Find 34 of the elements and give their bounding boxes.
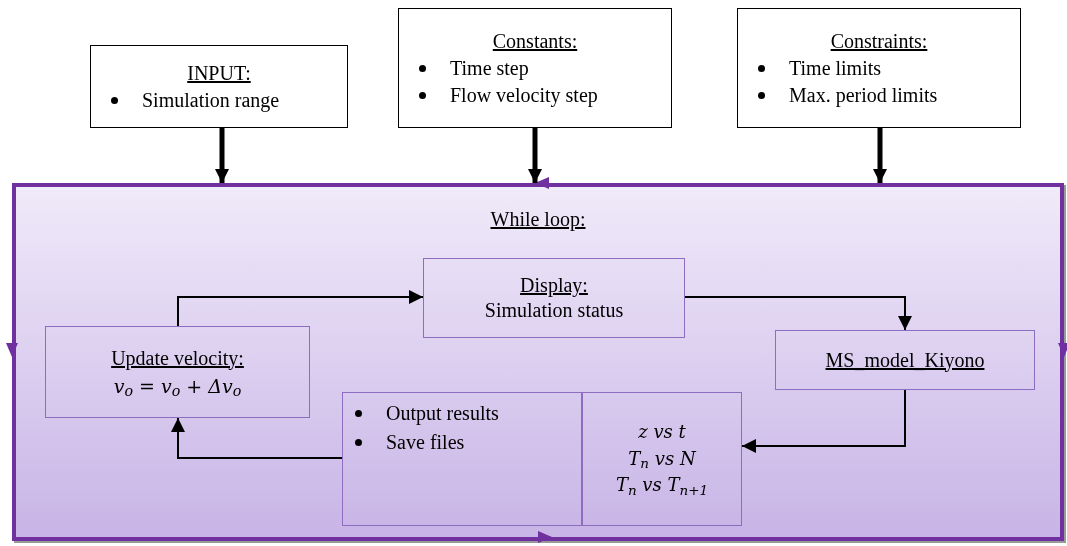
process-box: [737, 8, 1021, 128]
list-item: Output results: [386, 401, 499, 426]
heading: While loop:: [490, 207, 586, 232]
node-text: Simulation status: [484, 298, 624, 323]
list-item: Save files: [386, 430, 465, 455]
heading: Update velocity:: [111, 345, 244, 371]
equation: T$_{n}$ vs T$_{n+1}$: [615, 474, 709, 497]
process-box: [423, 258, 685, 338]
arrow: [684, 296, 912, 331]
list-item: Time limits: [789, 55, 882, 81]
heading: Constants:: [491, 28, 579, 54]
list-item: Time step: [450, 55, 529, 81]
arrow: [741, 389, 906, 453]
process-box: [582, 392, 742, 526]
list-item: Max. period limits: [789, 82, 938, 108]
list-item: Flow velocity step: [450, 82, 598, 108]
heading: INPUT:: [186, 60, 252, 86]
equation: v$_{o}$ = v$_{o}$ + Δv$_{o}$: [113, 374, 242, 399]
heading: MS_model_Kiyono: [825, 347, 985, 373]
process-box: [775, 330, 1035, 390]
arrow: [177, 290, 424, 327]
list-item: Simulation range: [142, 87, 280, 113]
arrow: [528, 128, 542, 183]
heading: Constraints:: [829, 28, 929, 54]
arrow: [215, 128, 229, 183]
heading: Display:: [520, 273, 588, 298]
equation: T$_{n}$ vs N: [628, 447, 696, 471]
process-box: [342, 392, 582, 526]
process-box: [90, 45, 348, 128]
process-box: [398, 8, 672, 128]
arrow: [873, 128, 887, 183]
process-box: [45, 326, 310, 418]
equation: z vs t: [638, 421, 686, 444]
arrow: [171, 417, 343, 459]
